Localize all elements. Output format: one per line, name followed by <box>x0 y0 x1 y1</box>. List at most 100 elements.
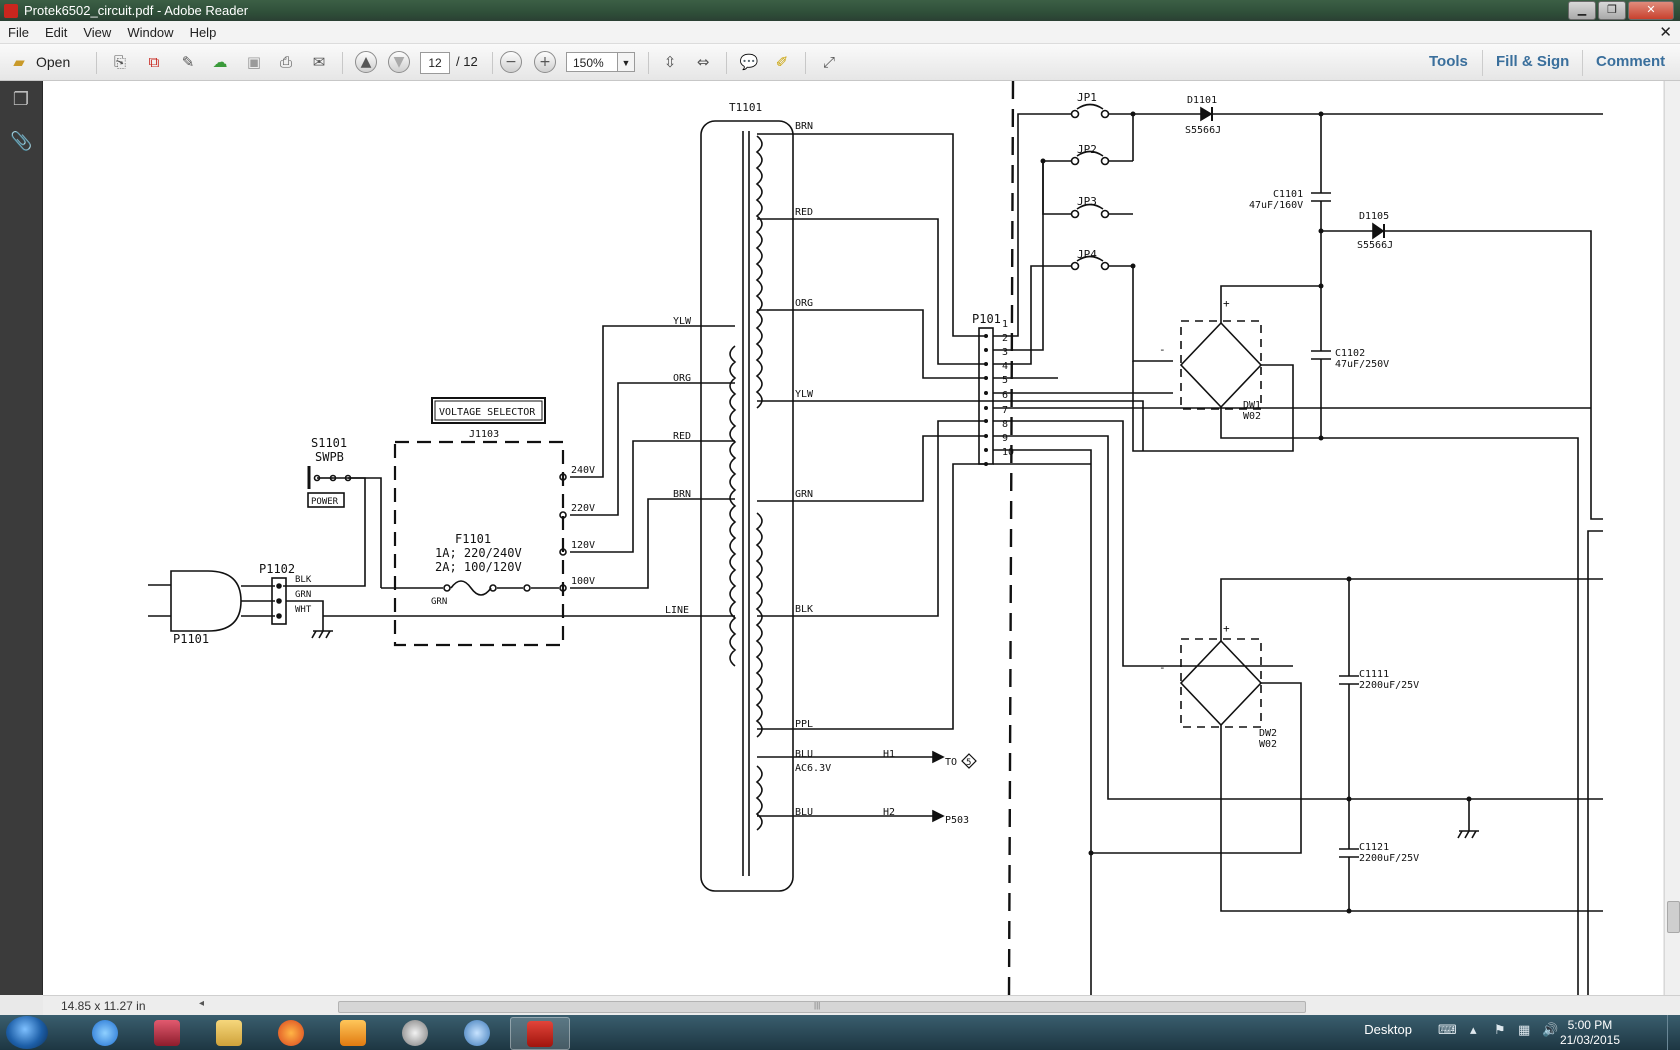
scroll-grip-icon: ||| <box>814 1001 821 1010</box>
upload-cloud-button[interactable]: ☁ <box>209 50 231 74</box>
menu-view[interactable]: View <box>83 24 112 40</box>
d1101-label: D1101 <box>1187 95 1217 106</box>
network-icon[interactable]: ▦ <box>1518 1023 1531 1038</box>
internet-explorer-icon <box>92 1019 118 1046</box>
vertical-scrollbar[interactable] <box>1664 81 1680 995</box>
edit-pdf-button[interactable]: ✎ <box>177 50 199 74</box>
full-screen-button[interactable]: ⤢ <box>818 50 840 74</box>
fill-sign-pane-button[interactable]: Fill & Sign <box>1496 53 1570 70</box>
scroll-left-icon[interactable]: ◂ <box>199 998 205 1009</box>
menu-window[interactable]: Window <box>127 24 174 40</box>
dw1-plus: + <box>1223 297 1230 310</box>
comment-pane-button[interactable]: Comment <box>1596 53 1666 70</box>
fit-page-button[interactable]: ⇳ <box>659 50 681 74</box>
navigation-pane: ❐ 📎 <box>0 81 43 995</box>
fit-width-button[interactable]: ⇔ <box>692 50 714 74</box>
ac63v-label: AC6.3V <box>795 763 831 774</box>
d1105-label: D1105 <box>1359 211 1389 222</box>
action-center-icon[interactable]: ⚑ <box>1494 1023 1506 1038</box>
tap-240v: 240V <box>571 465 595 476</box>
tools-pane-button[interactable]: Tools <box>1429 53 1468 70</box>
grn-label: GRN <box>431 597 447 607</box>
attachments-paperclip-icon[interactable]: 📎 <box>10 131 33 152</box>
vertical-scroll-thumb[interactable] <box>1667 901 1680 933</box>
start-button[interactable] <box>6 1016 48 1049</box>
horizontal-scroll-thumb[interactable] <box>338 1001 1306 1013</box>
sticky-note-button[interactable]: 💬 <box>738 50 760 74</box>
document-view[interactable]: T1101 BRN RED ORG YLW GRN BLK PPL BLU AC… <box>43 81 1663 995</box>
clock[interactable]: 5:00 PM 21/03/2015 <box>1560 1018 1620 1048</box>
desktop-toolbar-label[interactable]: Desktop <box>1364 1022 1412 1037</box>
dw2-part: W02 <box>1259 739 1277 750</box>
menu-file[interactable]: File <box>8 24 29 40</box>
menu-edit[interactable]: Edit <box>44 24 68 40</box>
email-icon: ✉ <box>312 53 326 71</box>
jp1-label: JP1 <box>1077 91 1097 104</box>
open-button[interactable]: ▰ Open <box>8 50 70 74</box>
previous-page-button[interactable]: ▲ <box>355 50 377 74</box>
plus-icon: + <box>534 51 556 73</box>
menu-help[interactable]: Help <box>189 24 217 40</box>
p101-pin-6: 6 <box>1002 390 1008 401</box>
zoom-level-input[interactable]: 150% <box>566 52 618 72</box>
volume-icon[interactable]: 🔊 <box>1542 1023 1559 1038</box>
page-number-input[interactable]: 12 <box>420 52 450 74</box>
minus-icon: − <box>500 51 522 73</box>
show-hidden-icons[interactable]: ▴ <box>1470 1023 1477 1038</box>
close-document-icon[interactable]: ✕ <box>1659 24 1672 41</box>
show-desktop-button[interactable] <box>1667 1015 1680 1050</box>
to-label: TO <box>945 757 957 768</box>
fit-width-icon: ⇔ <box>696 53 710 71</box>
taskbar: Desktop ⌨ ▴ ⚑ ▦ 🔊 5:00 PM 21/03/2015 <box>0 1015 1680 1050</box>
d1101-part: S5566J <box>1185 125 1221 136</box>
jp4-label: JP4 <box>1077 248 1097 261</box>
close-window-button[interactable]: ✕ <box>1628 1 1674 20</box>
c1121-value: 2200uF/25V <box>1359 853 1419 864</box>
c1101-value: 47uF/160V <box>1249 200 1303 211</box>
tap-120v: 120V <box>571 540 595 551</box>
taskbar-app-2[interactable] <box>138 1017 196 1048</box>
clock-date: 21/03/2015 <box>1559 1033 1620 1047</box>
pri-tap-line: LINE <box>665 605 689 616</box>
taskbar-app-6[interactable] <box>386 1017 444 1048</box>
h2-label: H2 <box>883 807 895 818</box>
email-button[interactable]: ✉ <box>308 50 330 74</box>
sec-tap-grn: GRN <box>795 489 813 500</box>
taskbar-app-7[interactable] <box>448 1017 506 1048</box>
taskbar-media[interactable] <box>324 1017 382 1048</box>
p101-pin-10: 10 <box>1002 447 1014 458</box>
dw2-label: DW2 <box>1259 728 1277 739</box>
maximize-button[interactable]: ❐ <box>1598 1 1626 20</box>
export-pdf-button[interactable]: ⧉ <box>143 50 165 74</box>
next-page-button[interactable]: ▼ <box>388 50 410 74</box>
tap-220v: 220V <box>571 503 595 514</box>
print-button[interactable]: ⎙ <box>275 50 297 74</box>
jp3-label: JP3 <box>1077 195 1097 208</box>
arrow-down-icon: ▼ <box>388 51 410 73</box>
zoom-dropdown-button[interactable]: ▼ <box>617 52 635 72</box>
fuse-rating-2: 2A; 100/120V <box>435 560 522 574</box>
save-icon: ▣ <box>246 53 262 71</box>
cloud-upload-icon: ☁ <box>212 53 228 71</box>
horizontal-scrollbar[interactable]: ◂ ||| <box>199 998 1573 1013</box>
pin-wht: WHT <box>295 605 312 615</box>
taskbar-adobe-reader[interactable] <box>510 1017 570 1050</box>
jp2-label: JP2 <box>1077 143 1097 156</box>
taskbar-firefox[interactable] <box>262 1017 320 1048</box>
page-thumbnails-icon[interactable]: ❐ <box>12 89 30 110</box>
sec-tap-org: ORG <box>795 298 813 309</box>
p101-pin-7: 7 <box>1002 405 1008 416</box>
save-button[interactable]: ▣ <box>243 50 265 74</box>
taskbar-explorer[interactable] <box>200 1017 258 1048</box>
p101-pin-2: 2 <box>1002 333 1008 344</box>
minimize-button[interactable]: ▁ <box>1568 1 1596 20</box>
zoom-in-button[interactable]: + <box>534 50 556 74</box>
bee-app-icon <box>402 1019 428 1046</box>
p101-pin-5: 5 <box>1002 375 1008 386</box>
keyboard-icon[interactable]: ⌨ <box>1438 1023 1457 1038</box>
highlight-button[interactable]: ✐ <box>771 50 793 74</box>
pri-tap-ylw: YLW <box>673 316 692 327</box>
zoom-out-button[interactable]: − <box>500 50 522 74</box>
taskbar-ie[interactable] <box>76 1017 134 1048</box>
create-pdf-button[interactable]: ⎘ <box>109 50 131 74</box>
